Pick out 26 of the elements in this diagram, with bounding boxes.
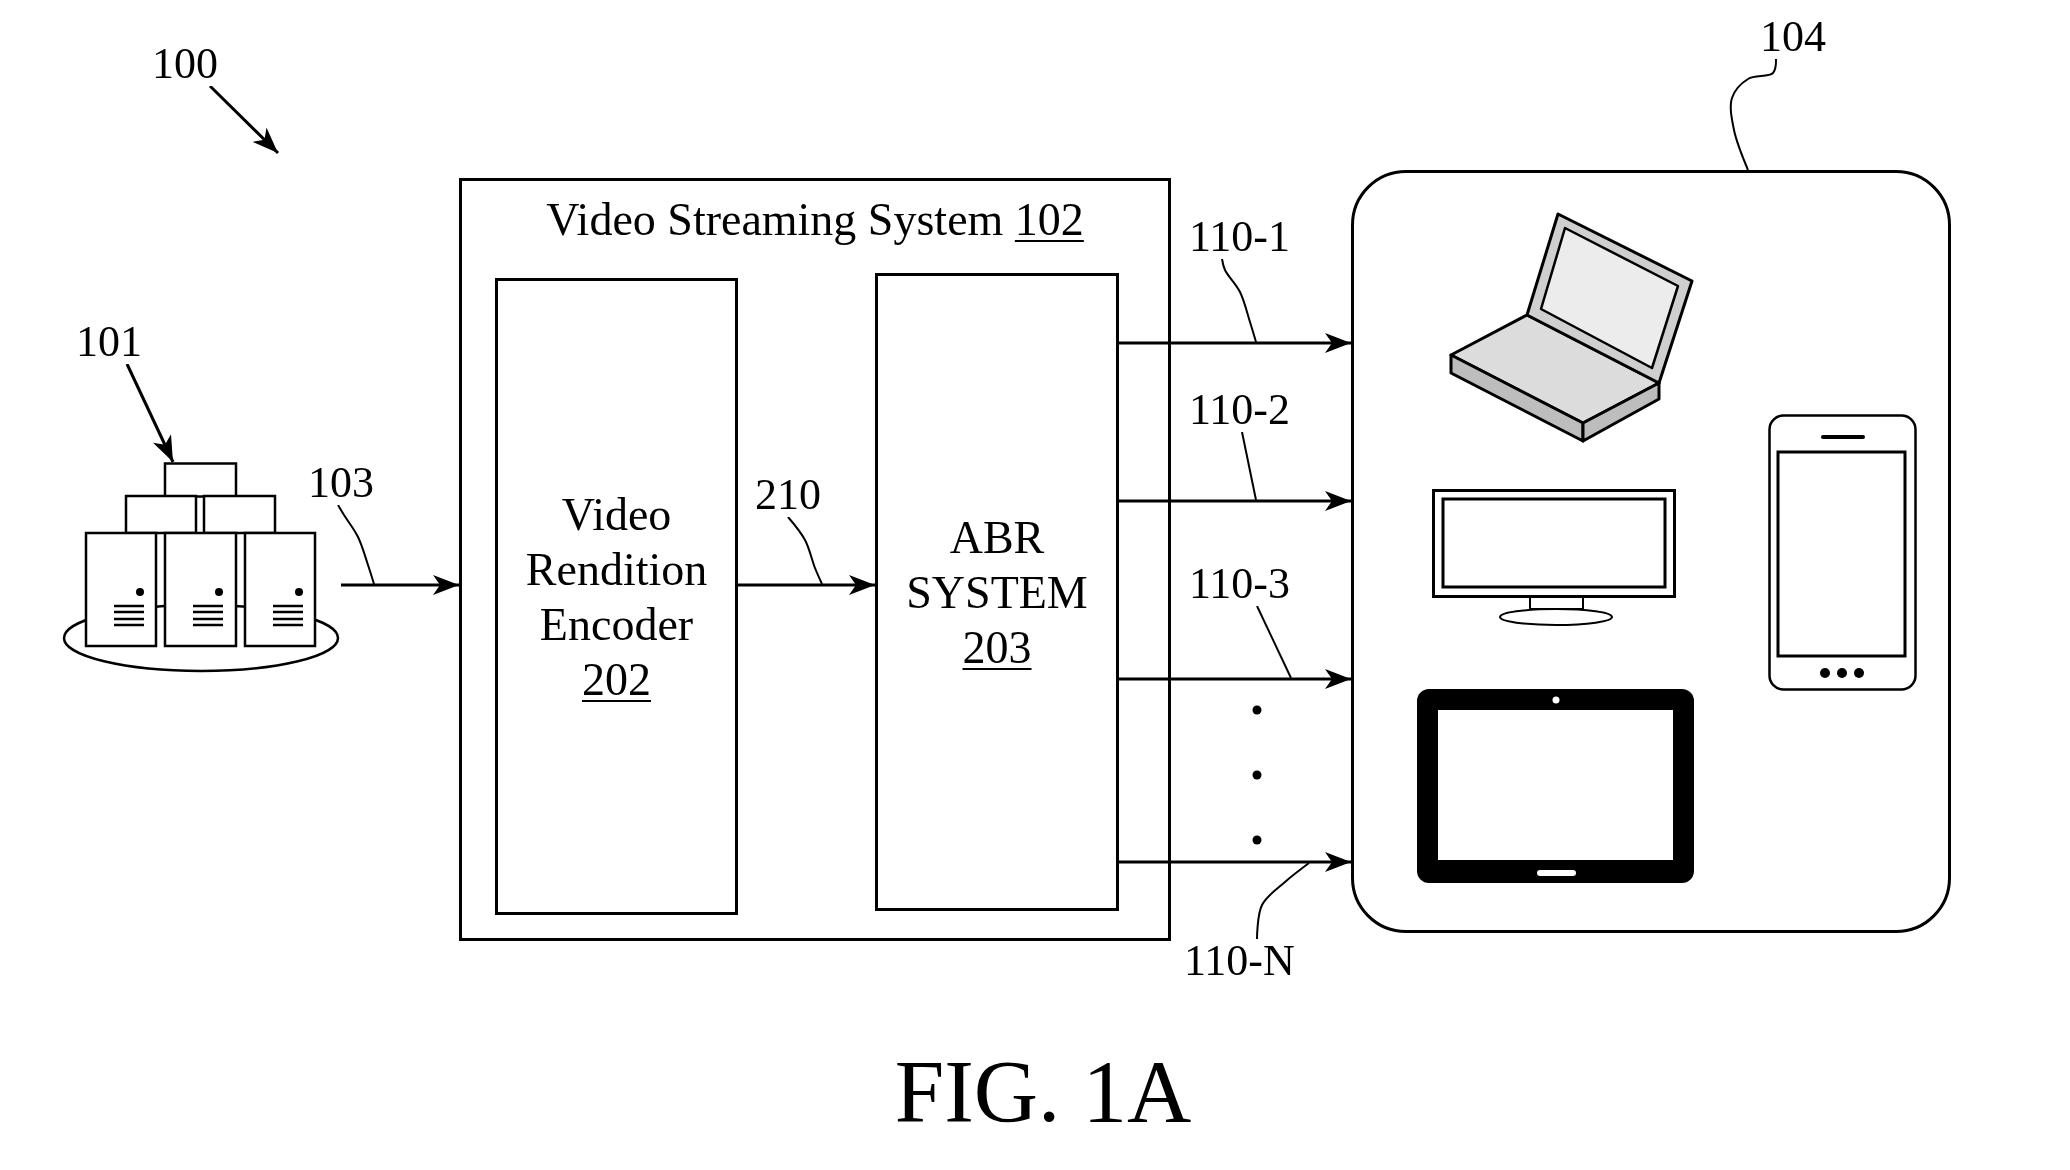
leader-line [1221, 258, 1257, 343]
component-box [495, 278, 738, 915]
reference-numeral: 203 [962, 620, 1032, 675]
arrow [1119, 491, 1351, 511]
component-label: Video Rendition Encoder [525, 487, 708, 652]
leader-line [1241, 431, 1257, 501]
component-label: ABR SYSTEM [906, 510, 1088, 620]
leader-line [337, 504, 375, 585]
figure-caption: FIG. 1A [894, 1047, 1192, 1136]
reference-numeral: 202 [582, 652, 651, 707]
reference-numeral: 102 [1014, 194, 1084, 245]
leader-line [1256, 862, 1310, 940]
arrow [738, 575, 875, 595]
arrow [1119, 852, 1351, 872]
arrow [125, 363, 175, 463]
system-box [459, 178, 1171, 941]
arrow [341, 575, 459, 595]
devices-panel [1351, 170, 1951, 933]
arrow [1119, 333, 1351, 353]
box-title: Video Streaming System [546, 194, 1004, 245]
component-box [875, 273, 1119, 911]
leader-line [1256, 605, 1292, 679]
leader-line [787, 516, 823, 585]
arrow [1119, 669, 1351, 689]
arrow [208, 84, 280, 155]
leader-line [1729, 58, 1777, 171]
